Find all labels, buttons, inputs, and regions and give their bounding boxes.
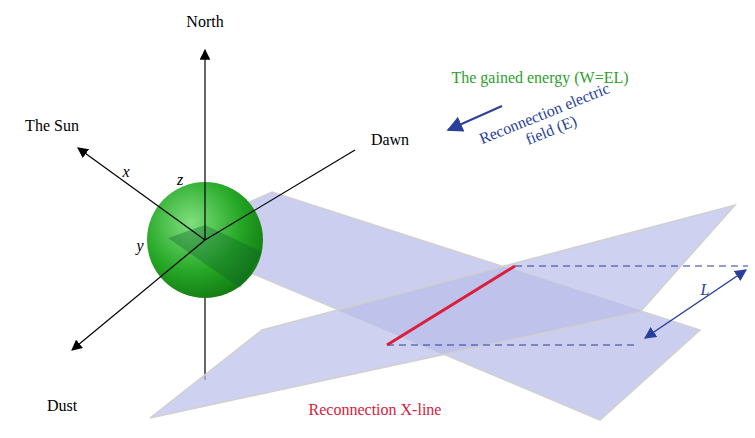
x-line-label: Reconnection X-line <box>309 401 442 419</box>
field-label: Reconnection electric field (E) <box>476 79 620 166</box>
direction-label: North <box>186 13 223 31</box>
x-axis <box>78 148 205 240</box>
direction-label: The Sun <box>25 117 79 135</box>
y-axis <box>72 240 205 350</box>
length-arrow <box>645 270 746 338</box>
dawn-line <box>205 150 355 240</box>
guide-line <box>387 344 635 345</box>
direction-label: Dawn <box>371 131 409 149</box>
axis-label: y <box>136 237 143 255</box>
direction-label: Dust <box>47 397 77 415</box>
x-line <box>387 266 515 345</box>
axis-label: z <box>177 171 183 189</box>
axis-label: x <box>122 163 129 181</box>
guide-line <box>515 265 748 266</box>
north-axis <box>204 50 205 240</box>
length-label: L <box>701 281 710 299</box>
